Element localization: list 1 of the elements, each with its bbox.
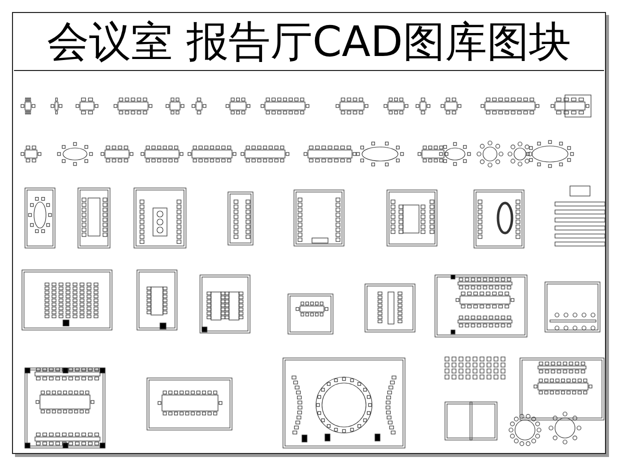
title: 会议室 报告厅CAD图库图块 — [47, 16, 571, 68]
